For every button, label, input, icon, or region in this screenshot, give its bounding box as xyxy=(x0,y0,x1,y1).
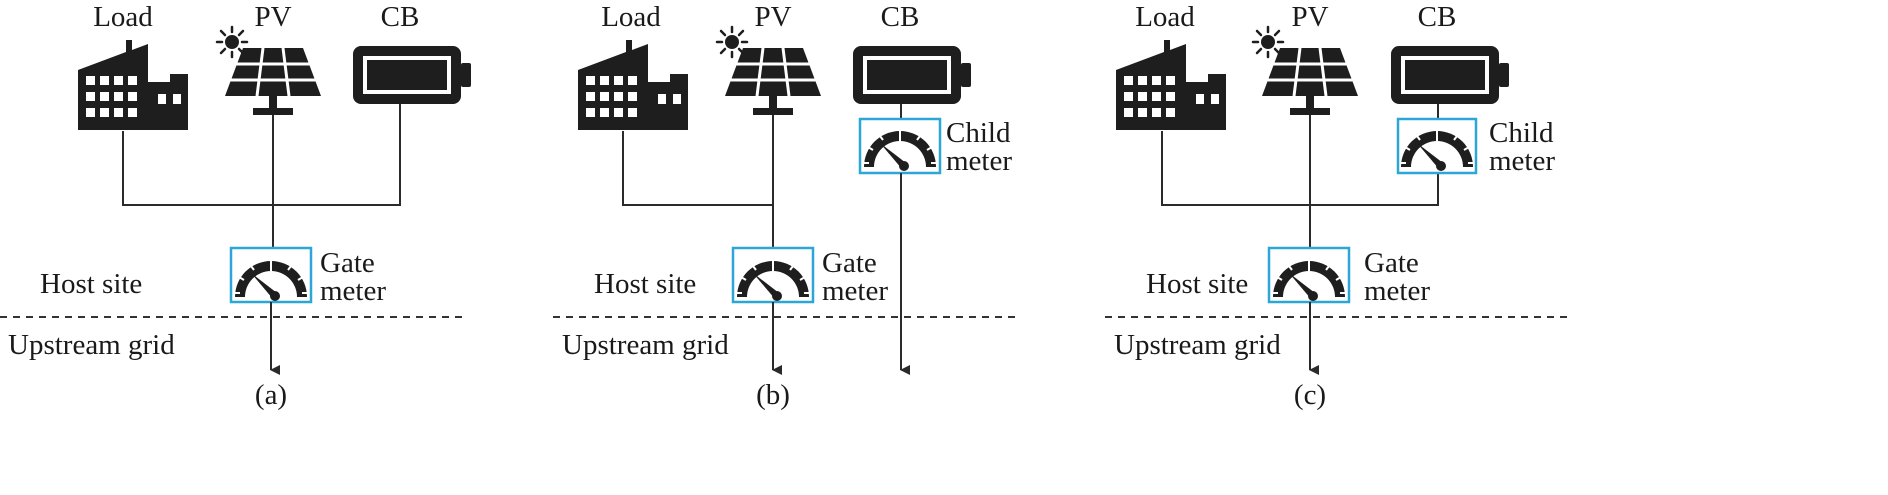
gate-meter-label-line2: meter xyxy=(1364,275,1430,307)
panel-a: Load PV CB Gate meter Host site Upstream… xyxy=(0,1,471,411)
battery-icon xyxy=(1391,46,1509,104)
load-label: Load xyxy=(601,1,661,33)
building-icon xyxy=(578,40,688,130)
panel-caption: (a) xyxy=(255,379,287,411)
child-meter-label-line2: meter xyxy=(946,145,1012,177)
host-site-label: Host site xyxy=(594,268,696,300)
gate-meter-label-line2: meter xyxy=(320,275,386,307)
child-meter-label-line2: meter xyxy=(1489,145,1555,177)
bus-wire xyxy=(622,131,773,206)
bus-wire xyxy=(122,104,401,206)
panel-b: Load PV CB Child meter Gate meter Host s… xyxy=(553,1,1020,411)
battery-icon xyxy=(853,46,971,104)
cb-label: CB xyxy=(881,1,920,33)
pv-label: PV xyxy=(1291,1,1328,33)
child-meter-label-line1: Child xyxy=(1489,117,1554,149)
solar-panel-icon xyxy=(723,46,823,117)
gate-meter-label-line1: Gate xyxy=(822,247,877,279)
panel-caption: (b) xyxy=(756,379,790,411)
load-label: Load xyxy=(93,1,153,33)
building-icon xyxy=(1116,40,1226,130)
cb-label: CB xyxy=(381,1,420,33)
pv-label: PV xyxy=(754,1,791,33)
gate-meter-label-line1: Gate xyxy=(320,247,375,279)
host-site-label: Host site xyxy=(1146,268,1248,300)
panel-c: Load PV CB Child meter Gate meter Host s… xyxy=(1105,1,1568,411)
gate-meter-label-line1: Gate xyxy=(1364,247,1419,279)
host-site-label: Host site xyxy=(40,268,142,300)
gate-meter-label-line2: meter xyxy=(822,275,888,307)
battery-icon xyxy=(353,46,471,104)
upstream-grid-label: Upstream grid xyxy=(1114,329,1281,361)
upstream-grid-label: Upstream grid xyxy=(8,329,175,361)
upstream-grid-label: Upstream grid xyxy=(562,329,729,361)
cb-label: CB xyxy=(1418,1,1457,33)
solar-panel-icon xyxy=(223,46,323,117)
building-icon xyxy=(78,40,188,130)
panel-caption: (c) xyxy=(1294,379,1326,411)
child-meter-label-line1: Child xyxy=(946,117,1011,149)
solar-panel-icon xyxy=(1260,46,1360,117)
pv-label: PV xyxy=(254,1,291,33)
bus-wire xyxy=(1161,131,1439,206)
load-label: Load xyxy=(1135,1,1195,33)
